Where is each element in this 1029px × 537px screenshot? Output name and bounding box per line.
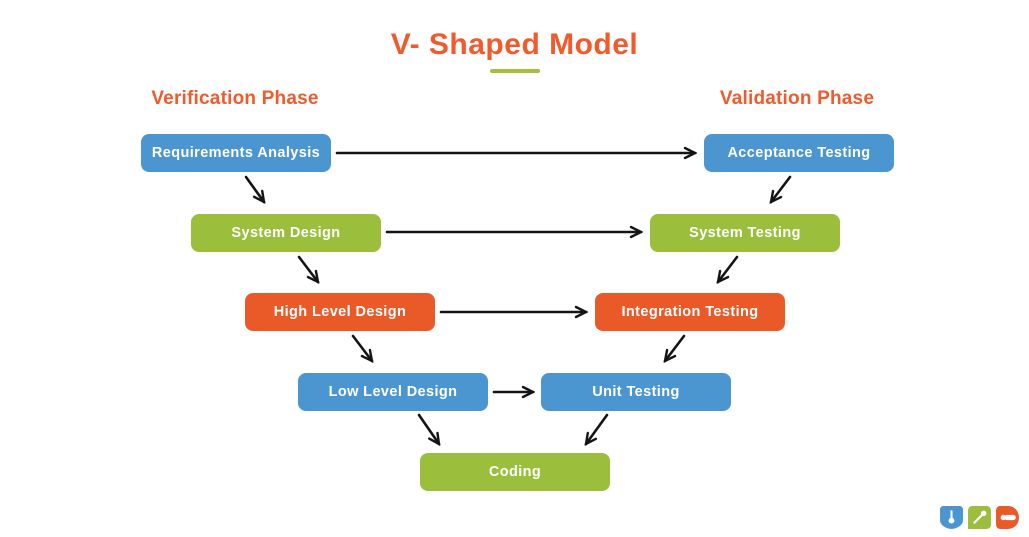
node-coding: Coding bbox=[420, 453, 610, 491]
page-title: V- Shaped Model bbox=[390, 28, 639, 61]
footer-logo bbox=[939, 505, 1020, 530]
node-system-testing: System Testing bbox=[650, 214, 840, 252]
node-integration-testing: Integration Testing bbox=[595, 293, 785, 331]
title-underline bbox=[490, 69, 540, 73]
validation-phase-label: Validation Phase bbox=[719, 88, 875, 109]
node-acceptance-testing: Acceptance Testing bbox=[704, 134, 894, 172]
blue-badge-pin-icon bbox=[940, 506, 963, 529]
orange-arrow-badge-icon bbox=[996, 506, 1019, 529]
node-unit-testing: Unit Testing bbox=[541, 373, 731, 411]
node-system-design: System Design bbox=[191, 214, 381, 252]
node-requirements-analysis: Requirements Analysis bbox=[141, 134, 331, 172]
green-leaf-pen-icon bbox=[968, 506, 991, 529]
node-low-level-design: Low Level Design bbox=[298, 373, 488, 411]
verification-phase-label: Verification Phase bbox=[151, 88, 319, 109]
node-high-level-design: High Level Design bbox=[245, 293, 435, 331]
